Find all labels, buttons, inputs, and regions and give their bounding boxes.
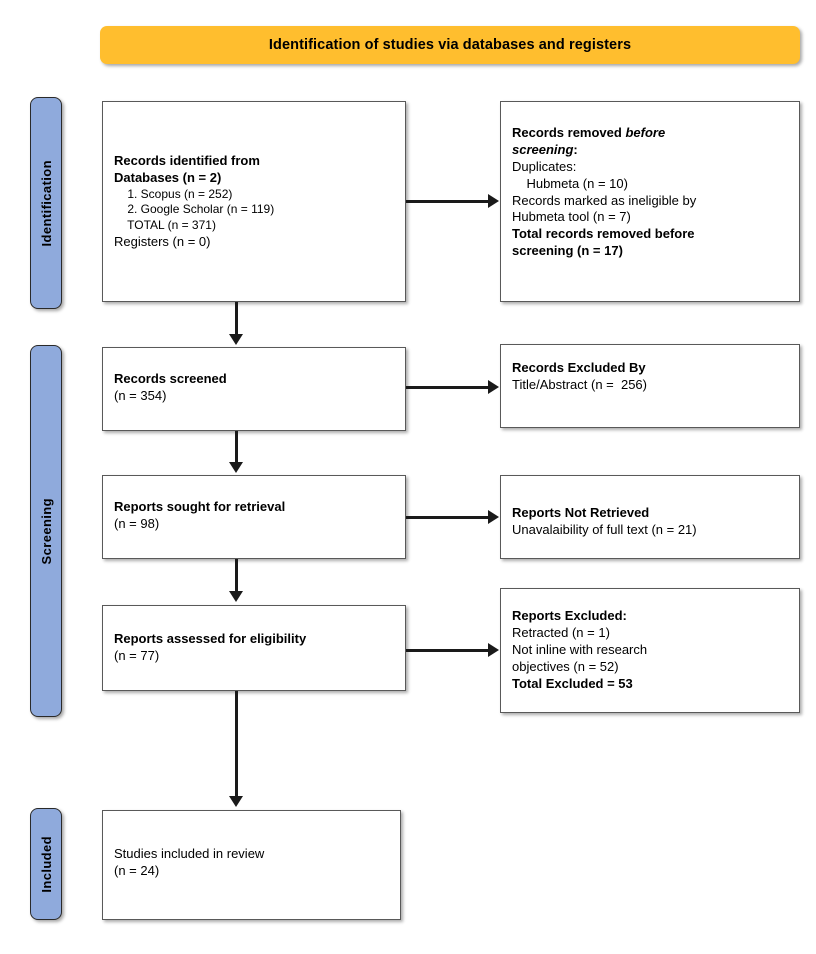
records-excluded-title-line-1: Records Excluded By [512, 360, 646, 375]
stage-label-identification: Identification [30, 97, 62, 309]
box-records-identified: Records identified from Databases (n = 2… [102, 101, 406, 302]
reports-excluded-line-3: Not inline with research [512, 641, 648, 657]
reports-not-retrieved-line-1: Reports Not Retrieved [512, 505, 650, 520]
box-records-screened: Records screened (n = 354) [102, 347, 406, 431]
connector-assessed-to-excluded-line [406, 649, 488, 652]
connector-identified-to-screened-line [235, 302, 238, 336]
connector-screened-to-sought-arrow [228, 462, 243, 473]
records-removed-line-3: Duplicates: [512, 158, 577, 174]
records-screened-line-2: (n = 354) [114, 387, 167, 403]
reports-excluded-line-1: Reports Excluded: [512, 608, 627, 623]
connector-sought-to-assessed-arrow [228, 591, 243, 602]
records-screened-line-1: Records screened [114, 371, 227, 386]
studies-included-line-1: Studies included in review [114, 846, 265, 861]
records-excluded-title-line-2: Title/Abstract (n = 256) [512, 376, 647, 392]
connector-identified-to-screened-arrow [228, 334, 243, 345]
records-removed-line-1-italic: before [625, 125, 666, 140]
connector-identified-to-removed-arrow [488, 194, 499, 208]
records-removed-line-7: Total records removed before [512, 226, 695, 242]
records-removed-line-5: Records marked as ineligible by [512, 192, 697, 208]
records-removed-line-1: Records removed [512, 125, 626, 140]
connector-sought-to-not-retrieved-arrow [488, 510, 499, 524]
reports-excluded-line-2: Retracted (n = 1) [512, 624, 610, 640]
connector-screened-to-excluded-line [406, 386, 488, 389]
box-reports-excluded: Reports Excluded: Retracted (n = 1) Not … [500, 588, 800, 713]
records-removed-line-2-colon: : [573, 141, 578, 157]
stage-label-screening: Screening [30, 345, 62, 717]
connector-sought-to-not-retrieved-line [406, 516, 488, 519]
reports-excluded-line-4: objectives (n = 52) [512, 658, 619, 674]
box-reports-sought-for-retrieval: Reports sought for retrieval (n = 98) [102, 475, 406, 559]
studies-included-line-2: (n = 24) [114, 862, 160, 878]
reports-sought-line-1: Reports sought for retrieval [114, 499, 286, 514]
box-reports-assessed-for-eligibility: Reports assessed for eligibility (n = 77… [102, 605, 406, 691]
connector-assessed-to-excluded-arrow [488, 643, 499, 657]
records-identified-line-3: 1. Scopus (n = 252) [114, 186, 233, 201]
records-identified-line-2: Databases (n = 2) [114, 169, 222, 185]
box-records-removed-before-screening: Records removed before screening: Duplic… [500, 101, 800, 302]
box-records-excluded-by-title-abstract: Records Excluded By Title/Abstract (n = … [500, 344, 800, 428]
reports-assessed-line-1: Reports assessed for eligibility [114, 631, 307, 646]
box-reports-not-retrieved: Reports Not Retrieved Unavalaibility of … [500, 475, 800, 559]
connector-screened-to-sought-line [235, 431, 238, 464]
stage-label-screening-text: Screening [38, 497, 54, 565]
records-removed-line-2-italic: screening [512, 141, 574, 157]
records-removed-line-4: Hubmeta (n = 10) [512, 175, 628, 191]
records-identified-line-6: Registers (n = 0) [114, 233, 211, 249]
connector-identified-to-removed-line [406, 200, 488, 203]
records-identified-line-4: 2. Google Scholar (n = 119) [114, 202, 275, 217]
diagram-header-banner: Identification of studies via databases … [100, 26, 800, 64]
reports-assessed-line-2: (n = 77) [114, 647, 160, 663]
reports-not-retrieved-line-2: Unavalaibility of full text (n = 21) [512, 521, 697, 537]
records-removed-line-8: screening (n = 17) [512, 243, 623, 259]
connector-assessed-to-included-line [235, 691, 238, 798]
box-studies-included-in-review: Studies included in review (n = 24) [102, 810, 401, 920]
records-identified-line-1: Records identified from [114, 153, 260, 168]
reports-sought-line-2: (n = 98) [114, 515, 160, 531]
connector-sought-to-assessed-line [235, 559, 238, 593]
connector-assessed-to-included-arrow [228, 796, 243, 807]
records-removed-line-6: Hubmeta tool (n = 7) [512, 209, 631, 225]
reports-excluded-line-5: Total Excluded = 53 [512, 675, 633, 691]
stage-label-included: Included [30, 808, 62, 920]
stage-label-included-text: Included [38, 835, 54, 893]
connector-screened-to-excluded-arrow [488, 380, 499, 394]
records-identified-line-5: TOTAL (n = 371) [114, 217, 216, 232]
diagram-header-title: Identification of studies via databases … [268, 37, 632, 53]
stage-label-identification-text: Identification [38, 159, 54, 247]
